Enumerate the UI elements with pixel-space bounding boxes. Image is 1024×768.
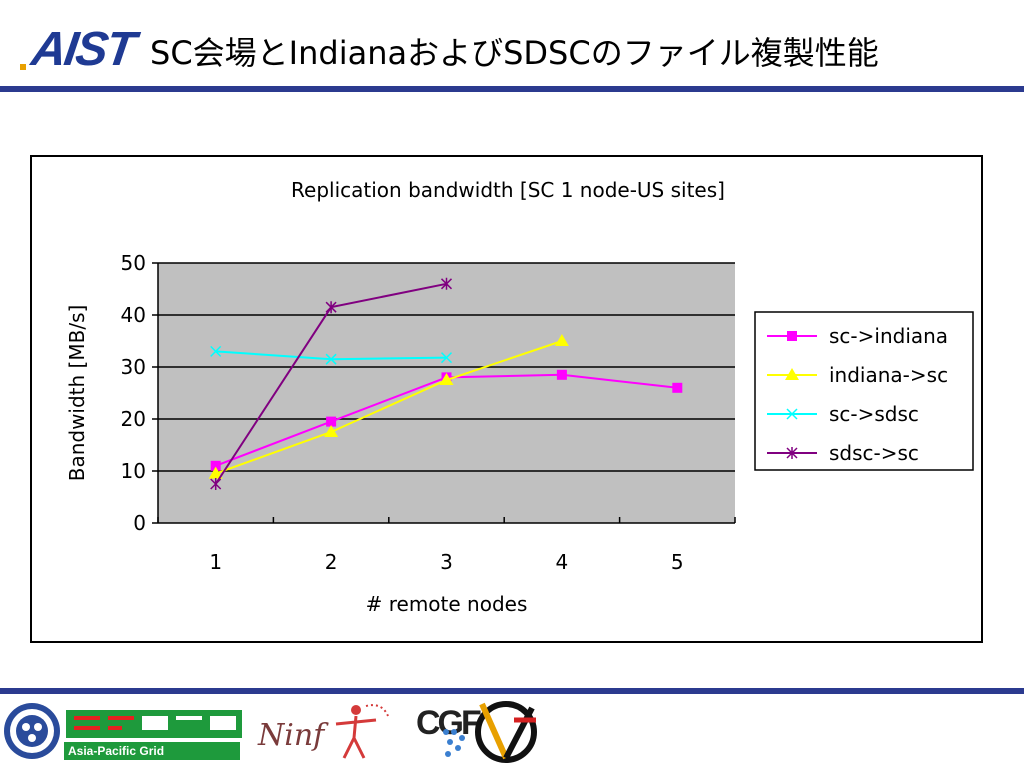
circle-v-logo-icon xyxy=(475,701,537,763)
data-point-0 xyxy=(672,382,683,393)
legend-swatch-marker xyxy=(786,447,798,459)
apgrid-logo: Asia-Pacific Grid xyxy=(64,704,250,760)
apgrid-emblem-icon xyxy=(4,703,60,759)
x-tick-label: 4 xyxy=(556,550,569,574)
data-point-2 xyxy=(325,353,337,365)
x-axis-title: # remote nodes xyxy=(366,592,528,616)
y-tick-label: 50 xyxy=(121,251,146,275)
x-tick-label: 1 xyxy=(209,550,222,574)
header-rule xyxy=(0,86,1024,92)
series-line-1 xyxy=(215,340,563,475)
legend-swatch-marker xyxy=(786,408,798,420)
data-point-0 xyxy=(210,460,221,471)
data-point-0 xyxy=(326,416,337,427)
cgf-logo: CGF xyxy=(416,704,482,742)
ninf-figure-icon xyxy=(335,704,389,759)
legend-swatch-marker xyxy=(785,368,799,380)
chart-title: Replication bandwidth [SC 1 node-US site… xyxy=(291,178,725,202)
aist-logo: AIST xyxy=(28,23,138,76)
data-point-3 xyxy=(325,301,337,314)
legend-swatch-marker xyxy=(787,331,797,341)
y-tick-label: 10 xyxy=(121,459,146,483)
plot-area xyxy=(158,263,735,523)
legend-label: sc->indiana xyxy=(829,324,948,348)
data-point-2 xyxy=(210,345,222,357)
footer-rule xyxy=(0,688,1024,694)
slide-header: AIST SC会場とIndianaおよびSDSCのファイル複製性能 xyxy=(0,0,1024,92)
legend-label: indiana->sc xyxy=(829,363,948,387)
legend-label: sc->sdsc xyxy=(829,402,919,426)
data-point-1 xyxy=(554,334,569,346)
y-tick-label: 20 xyxy=(121,407,146,431)
y-axis-title: Bandwidth [MB/s] xyxy=(65,305,89,482)
logo-dot xyxy=(20,64,26,70)
chart-svg: 0 10 20 30 40 50 1 2 3 4 5 # remote nodes Bandwidth … xyxy=(65,178,974,616)
y-tick-label: 40 xyxy=(121,303,146,327)
y-tick-label: 0 xyxy=(133,511,146,535)
y-tick-label: 30 xyxy=(121,355,146,379)
ninf-logo: Ninf xyxy=(258,718,325,753)
data-point-2 xyxy=(440,352,453,364)
data-point-3 xyxy=(210,478,222,490)
x-tick-label: 2 xyxy=(325,550,338,574)
data-point-1 xyxy=(324,425,339,437)
data-point-0 xyxy=(556,369,567,380)
apgrid-wordmark-icon xyxy=(64,704,250,742)
slide-title: SC会場とIndianaおよびSDSCのファイル複製性能 xyxy=(150,34,879,72)
x-tick-label: 3 xyxy=(440,550,453,574)
footer-logos: Asia-Pacific Grid Ninf CGF xyxy=(0,696,1024,768)
legend-label: sdsc->sc xyxy=(829,441,919,465)
data-point-1 xyxy=(439,373,454,385)
data-point-3 xyxy=(440,277,453,290)
x-tick-label: 5 xyxy=(671,550,684,574)
cgf-dots-icon xyxy=(443,729,465,757)
chart-container: 0 10 20 30 40 50 1 2 3 4 5 # remote nodes Bandwidth … xyxy=(30,155,983,643)
apgrid-caption: Asia-Pacific Grid xyxy=(64,742,240,760)
data-point-1 xyxy=(208,466,223,479)
